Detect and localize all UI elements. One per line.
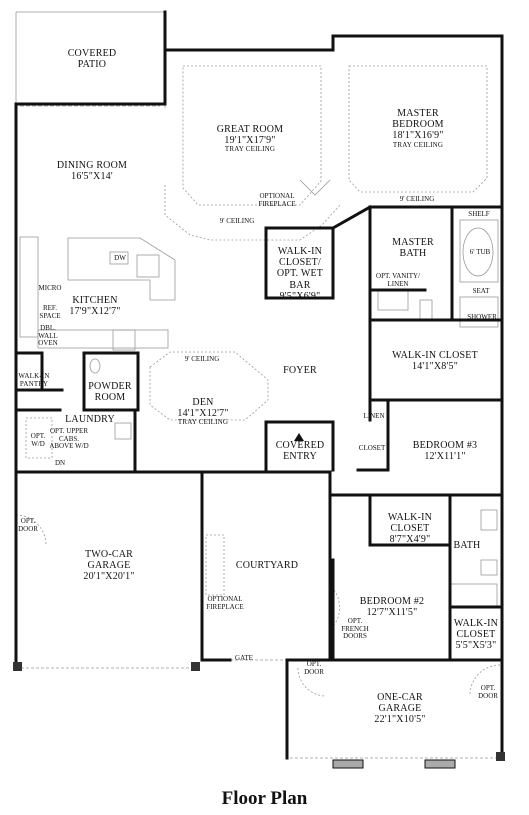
room-walkin-pantry: WALK-IN PANTRY bbox=[18, 372, 50, 389]
room-name: GREAT ROOM bbox=[216, 124, 284, 135]
room-dimensions: 20'1"X20'1" bbox=[83, 571, 135, 583]
room-name: MASTER BEDROOM bbox=[392, 108, 444, 131]
note-ref-space: REF. SPACE bbox=[39, 304, 61, 320]
room-name: WALK-IN CLOSET/ OPT. WET BAR bbox=[276, 246, 324, 291]
room-name: WALK-IN CLOSET bbox=[392, 350, 478, 361]
note-optional-fireplace-great: OPTIONAL FIREPLACE bbox=[258, 192, 296, 208]
room-name: FOYER bbox=[283, 365, 317, 376]
note-gate: GATE bbox=[235, 654, 253, 662]
room-dimensions: 17'9"X12'7" bbox=[69, 306, 121, 318]
room-bedroom-3: BEDROOM #3 12'X11'1" bbox=[413, 440, 478, 462]
room-covered-entry: COVERED ENTRY bbox=[276, 440, 325, 462]
room-laundry: LAUNDRY bbox=[65, 414, 115, 425]
room-name: BEDROOM #2 bbox=[359, 596, 425, 607]
note-ceiling-master: 9' CEILING bbox=[399, 195, 435, 203]
note-micro: MICRO bbox=[38, 284, 62, 292]
note-opt-door-right: OPT. DOOR bbox=[478, 684, 498, 700]
note-tub: 6' TUB bbox=[469, 248, 491, 256]
room-foyer: FOYER bbox=[283, 365, 317, 376]
room-name: WALK-IN PANTRY bbox=[18, 372, 50, 388]
walls-layer bbox=[14, 10, 504, 760]
room-walkin-closet-3: WALK-IN CLOSET 8'7"X4'9" bbox=[388, 512, 432, 546]
room-note: TRAY CEILING bbox=[392, 140, 444, 149]
room-dining-room: DINING ROOM 16'5"X14' bbox=[57, 160, 127, 182]
room-dimensions: 12'7"X11'5" bbox=[366, 607, 418, 619]
room-walkin-closet-2: WALK-IN CLOSET 5'5"X5'3" bbox=[454, 618, 498, 652]
room-name: BEDROOM #3 bbox=[412, 440, 478, 451]
room-dimensions: 5'5"X5'3" bbox=[455, 640, 497, 652]
note-shelf: SHELF bbox=[468, 210, 490, 218]
room-name: DINING ROOM bbox=[56, 160, 128, 171]
room-dimensions: 12'X11'1" bbox=[424, 451, 466, 463]
room-master-bath: MASTER BATH bbox=[392, 237, 434, 259]
room-name: WALK-IN CLOSET bbox=[387, 512, 433, 535]
note-shower: SHOWER bbox=[467, 313, 497, 321]
room-covered-patio: COVERED PATIO bbox=[68, 48, 117, 70]
room-name: COVERED PATIO bbox=[67, 48, 117, 71]
note-opt-door-bottom: OPT. DOOR bbox=[304, 660, 324, 676]
fixtures-layer bbox=[15, 11, 501, 759]
room-note: TRAY CEILING bbox=[177, 418, 229, 427]
room-two-car-garage: TWO-CAR GARAGE 20'1"X20'1" bbox=[83, 549, 134, 583]
note-ceiling-den: 9' CEILING bbox=[184, 355, 220, 363]
note-optional-fireplace-court: OPTIONAL FIREPLACE bbox=[206, 595, 244, 611]
room-den: DEN 14'1"X12'7" TRAY CEILING bbox=[177, 397, 228, 427]
room-name: WALK-IN CLOSET bbox=[453, 618, 499, 641]
note-dbl-wall-oven: DBL. WALL OVEN bbox=[38, 324, 58, 348]
note-opt-french-doors: OPT. FRENCH DOORS bbox=[341, 617, 369, 641]
note-opt-door-left: OPT. DOOR bbox=[18, 517, 38, 533]
room-dimensions: 22'1"X10'5" bbox=[374, 714, 426, 726]
room-kitchen: KITCHEN 17'9"X12'7" bbox=[69, 295, 120, 317]
posts-layer bbox=[13, 662, 505, 769]
room-powder-room: POWDER ROOM bbox=[88, 381, 131, 403]
room-dimensions: 16'5"X14' bbox=[71, 171, 113, 183]
note-dn: DN bbox=[54, 459, 66, 467]
room-name: KITCHEN bbox=[72, 295, 118, 306]
room-name: BATH bbox=[453, 540, 481, 551]
room-dimensions: 8'7"X4'9" bbox=[389, 534, 431, 546]
room-master-bedroom: MASTER BEDROOM 18'1"X16'9" TRAY CEILING bbox=[392, 108, 443, 149]
note-opt-upper-cabs: OPT. UPPER CABS. ABOVE W/D bbox=[49, 427, 89, 451]
room-dimensions: 9'5"X6'9" bbox=[279, 290, 321, 302]
note-linen: LINEN bbox=[363, 412, 385, 420]
entry-arrow-icon bbox=[294, 433, 304, 441]
note-dw: DW bbox=[114, 254, 126, 262]
room-name: MASTER BATH bbox=[392, 237, 434, 260]
room-dimensions: 19'1"X17'9" bbox=[224, 135, 276, 147]
room-name: TWO-CAR GARAGE bbox=[84, 549, 134, 572]
room-dimensions: 14'1"X8'5" bbox=[412, 361, 458, 373]
room-dimensions: 18'1"X16'9" bbox=[392, 130, 444, 142]
page-title: Floor Plan bbox=[221, 788, 308, 809]
room-name: LAUNDRY bbox=[65, 414, 115, 425]
note-closet: CLOSET bbox=[358, 444, 386, 452]
room-name: DEN bbox=[192, 397, 214, 408]
room-courtyard: COURTYARD bbox=[236, 560, 298, 571]
room-name: COURTYARD bbox=[235, 560, 299, 571]
room-name: COVERED ENTRY bbox=[275, 440, 325, 463]
room-note: TRAY CEILING bbox=[224, 145, 276, 154]
room-dimensions: 14'1"X12'7" bbox=[177, 408, 229, 420]
floor-plan-drawing bbox=[13, 10, 505, 769]
room-name: POWDER ROOM bbox=[88, 381, 132, 404]
room-walkin-closet-master: WALK-IN CLOSET 14'1"X8'5" bbox=[392, 350, 478, 372]
note-opt-vanity: OPT. VANITY/ LINEN bbox=[376, 272, 420, 288]
room-great-room: GREAT ROOM 19'1"X17'9" TRAY CEILING bbox=[217, 124, 284, 154]
room-walkin-closet-wetbar: WALK-IN CLOSET/ OPT. WET BAR 9'5"X6'9" bbox=[277, 246, 323, 302]
room-bath: BATH bbox=[454, 540, 481, 551]
room-name: ONE-CAR GARAGE bbox=[377, 692, 423, 715]
note-seat: SEAT bbox=[472, 287, 490, 295]
note-opt-wd: OPT. W/D bbox=[30, 432, 46, 448]
note-ceiling-great: 9' CEILING bbox=[219, 217, 255, 225]
room-bedroom-2: BEDROOM #2 12'7"X11'5" bbox=[360, 596, 425, 618]
room-one-car-garage: ONE-CAR GARAGE 22'1"X10'5" bbox=[374, 692, 425, 726]
